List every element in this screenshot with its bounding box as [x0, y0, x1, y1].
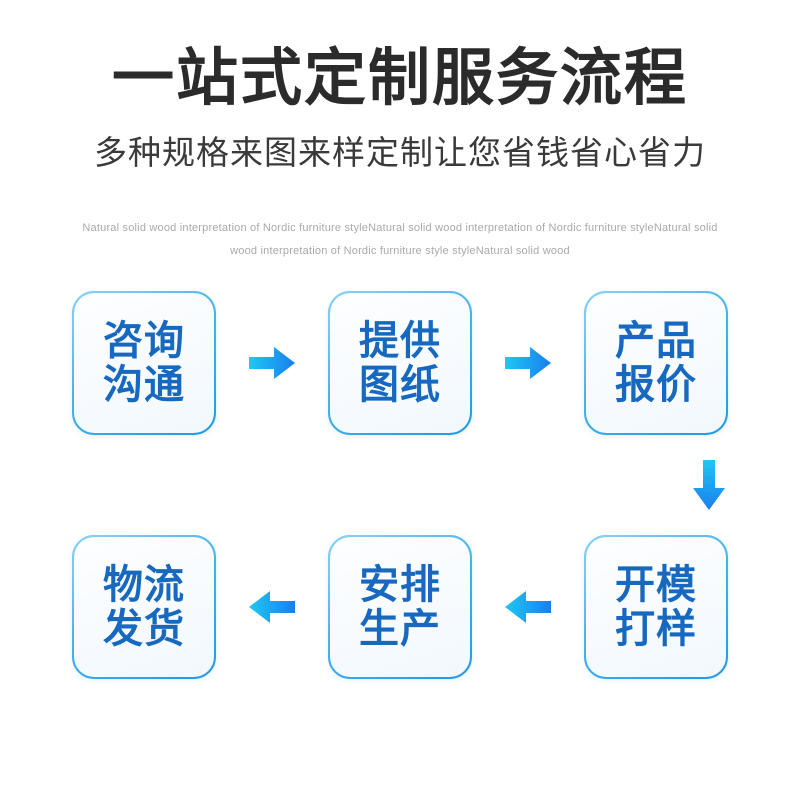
- arrow-right-icon: [505, 347, 551, 380]
- arrow-left-icon: [249, 591, 295, 624]
- step-label: 咨询 沟通: [103, 318, 185, 408]
- step-label: 提供 图纸: [359, 318, 441, 408]
- page-subtitle: 多种规格来图来样定制让您省钱省心省力: [94, 133, 706, 171]
- step-box-logistics-shipping[interactable]: 物流 发货: [72, 535, 216, 680]
- page-title: 一站式定制服务流程: [111, 44, 688, 113]
- step-box-consultation[interactable]: 咨询 沟通: [72, 291, 216, 436]
- process-flow-diagram: 咨询 沟通 提供 图纸: [0, 291, 800, 680]
- arrow-right-icon: [249, 347, 295, 380]
- arrow-gap: [472, 590, 584, 624]
- vertical-arrow-gap: [0, 435, 800, 535]
- description-block: Natural solid wood interpretation of Nor…: [75, 217, 725, 263]
- step-label: 开模 打样: [615, 562, 697, 652]
- arrow-gap: [216, 590, 328, 624]
- flow-row-top: 咨询 沟通 提供 图纸: [0, 291, 800, 436]
- flow-row-bottom: 物流 发货 安排 生产: [0, 535, 800, 680]
- step-box-provide-drawings[interactable]: 提供 图纸: [328, 291, 472, 436]
- step-box-product-quotation[interactable]: 产品 报价: [584, 291, 728, 436]
- step-label: 安排 生产: [359, 562, 441, 652]
- arrow-gap: [472, 346, 584, 380]
- arrow-down-icon: [693, 460, 725, 511]
- arrow-gap: [216, 346, 328, 380]
- step-label: 物流 发货: [103, 562, 185, 652]
- step-label: 产品 报价: [615, 318, 697, 408]
- header: 一站式定制服务流程 多种规格来图来样定制让您省钱省心省力: [0, 0, 800, 171]
- step-box-arrange-production[interactable]: 安排 生产: [328, 535, 472, 680]
- arrow-left-icon: [505, 591, 551, 624]
- step-box-mold-sampling[interactable]: 开模 打样: [584, 535, 728, 680]
- description-text: Natural solid wood interpretation of Nor…: [82, 222, 718, 258]
